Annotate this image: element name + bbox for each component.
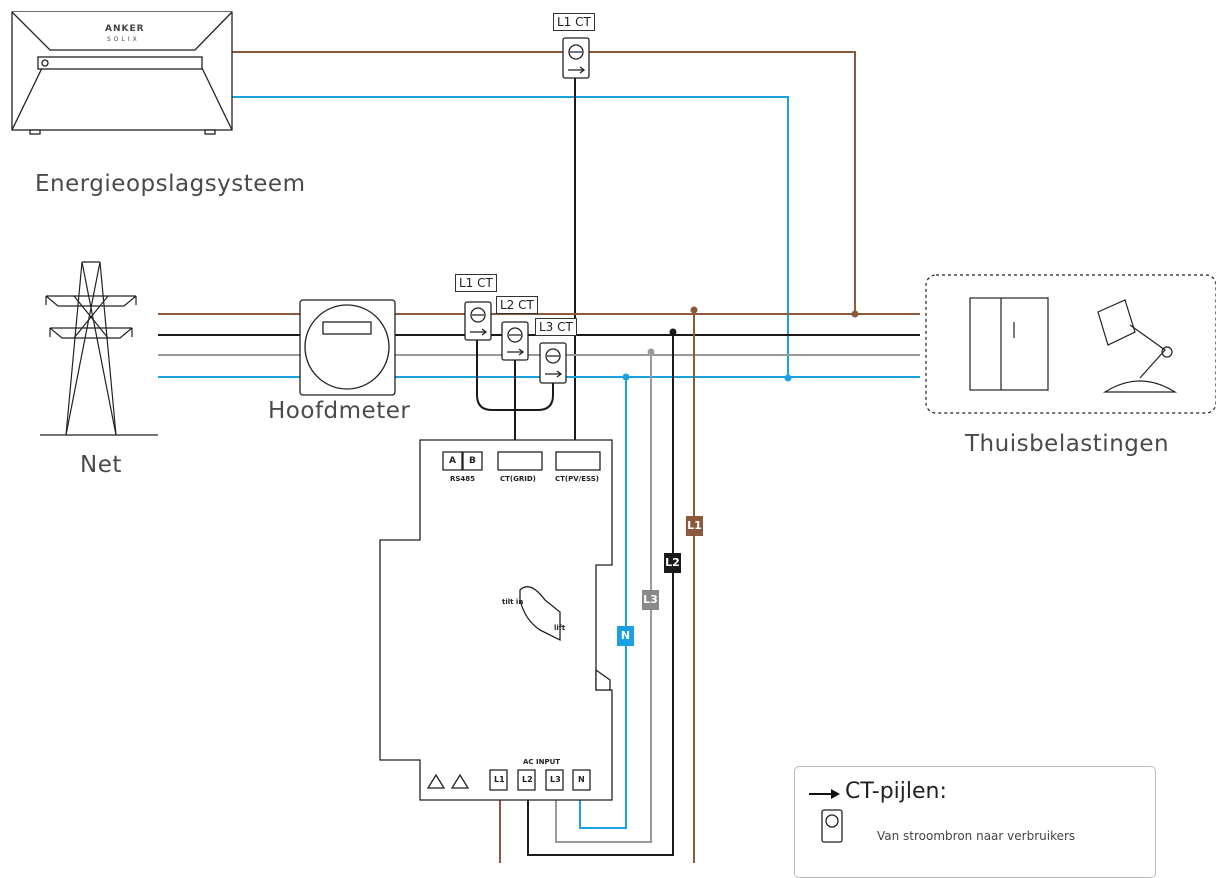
pylon-icon: [40, 261, 158, 436]
ct-tag-l1: L1 CT: [455, 274, 497, 292]
rs485-label: RS485: [450, 475, 476, 483]
storage-n-wire: [232, 96, 789, 378]
legend-description: Van stroombron naar verbruikers: [877, 829, 1076, 843]
ct-pv-ess-label: CT(PV/ESS): [555, 475, 599, 483]
junction-dot: [647, 348, 655, 356]
brand-bottom: SOLIX: [107, 36, 140, 43]
terminal-l3: L3: [550, 775, 561, 784]
junction-dot: [851, 310, 859, 318]
wire-tag-l2: L2: [664, 553, 681, 573]
terminal-n: N: [578, 775, 585, 784]
wire-tag-n: N: [617, 626, 634, 646]
smart-meter-device: [379, 439, 613, 801]
tilt-in-label: tilt in: [502, 598, 524, 606]
drop-l2: [527, 332, 674, 856]
junction-dot: [784, 374, 792, 382]
storage-system-label: Energieopslagsysteem: [35, 171, 306, 197]
ct-tag-l3: L3 CT: [535, 318, 577, 336]
wire-tag-l3: L3: [642, 590, 659, 610]
storage-l1-wire: [232, 51, 856, 314]
storage-unit: [11, 11, 233, 135]
arrow-icon: [809, 789, 840, 799]
drop-n: [579, 377, 627, 829]
ct-clamp-icons: [464, 37, 590, 384]
ct-tag-top: L1 CT: [553, 13, 595, 31]
ct-tag-l2: L2 CT: [496, 296, 538, 314]
lift-label: lift: [554, 624, 566, 632]
junction-dot: [669, 328, 677, 336]
home-loads-label: Thuisbelastingen: [965, 431, 1170, 457]
home-loads-box: [925, 274, 1216, 414]
ct-clamp-icon: [821, 809, 843, 843]
brand-top: ANKER: [105, 24, 145, 34]
port-b-label: B: [469, 456, 476, 466]
port-a-label: A: [449, 456, 456, 466]
terminal-l2: L2: [522, 775, 533, 784]
wire-tag-l1: L1: [686, 516, 703, 536]
ct-grid-label: CT(GRID): [500, 475, 536, 483]
grid-label: Net: [80, 452, 122, 478]
junction-dot: [622, 373, 630, 381]
legend-title: CT-pijlen:: [845, 779, 947, 804]
terminal-l1: L1: [494, 775, 505, 784]
ct-arrow-legend: CT-pijlen: Van stroombron naar verbruike…: [794, 766, 1156, 878]
ac-input-label: AC INPUT: [523, 758, 561, 766]
main-meter-icon: [299, 299, 396, 396]
main-meter-label: Hoofdmeter: [268, 398, 411, 424]
junction-dot: [690, 306, 698, 314]
